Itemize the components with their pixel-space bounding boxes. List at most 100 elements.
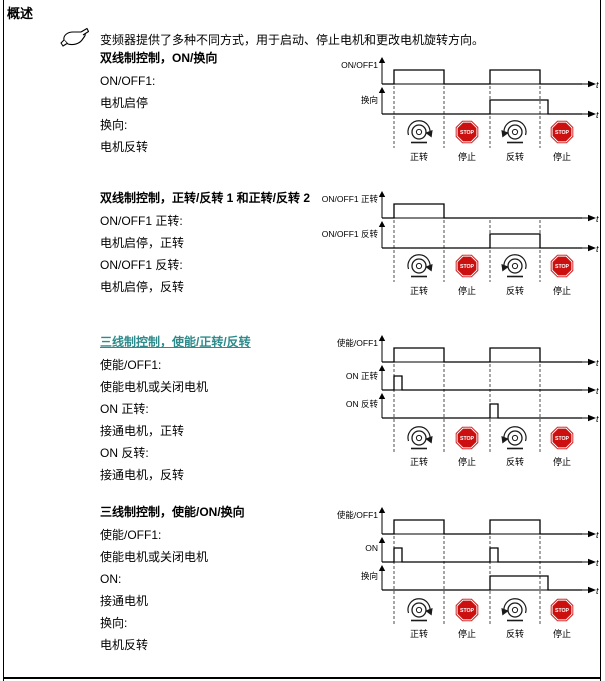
state-label: 停止: [553, 285, 571, 296]
t-axis-label: t: [596, 80, 599, 90]
signal-waveform: [382, 347, 582, 363]
section-line: 使能电机或关闭电机: [100, 380, 209, 394]
t-axis-label: t: [596, 244, 599, 254]
axis-arrow-right-icon: [588, 358, 596, 366]
signal-waveform: [382, 547, 582, 563]
state-label: 停止: [553, 628, 571, 639]
signal-waveform: [382, 69, 582, 85]
signal-row: ON 反转 t: [346, 393, 599, 424]
state-label: 正转: [410, 151, 428, 162]
section-line: 使能/OFF1:: [100, 358, 162, 372]
state-label: 停止: [458, 285, 476, 296]
axis-arrow-up-icon: [378, 335, 386, 341]
stop-icon: [550, 598, 574, 622]
axis-arrow-up-icon: [378, 221, 386, 227]
signal-label: 使能/OFF1: [337, 510, 378, 520]
state-label: 停止: [553, 456, 571, 467]
signal-label: 换向: [361, 95, 378, 105]
signal-row: ON/OFF1 t: [341, 57, 599, 90]
axis-arrow-right-icon: [588, 80, 596, 88]
stop-icon: [455, 598, 479, 622]
section-line: ON/OFF1 反转:: [100, 258, 183, 272]
signal-waveform: [382, 233, 582, 249]
t-axis-label: t: [596, 214, 599, 224]
motor-reverse-icon: [501, 427, 526, 449]
motor-reverse-icon: [501, 121, 526, 143]
t-axis-label: t: [596, 386, 599, 396]
signal-row: ON/OFF1 反转 t: [322, 221, 599, 254]
stop-icon: [455, 120, 479, 144]
page-border-bottom: [3, 677, 601, 679]
signal-label: ON 正转: [346, 371, 379, 381]
motor-forward-icon: [407, 119, 434, 144]
signal-label: ON: [365, 543, 378, 553]
section-title-link[interactable]: 三线制控制，使能/正转/反转: [100, 335, 251, 349]
timing-diagram-enable-fwd-rev: 使能/OFF1 t ON 正转 t ON 反转 t 正转 停止 反转 停止: [337, 335, 599, 467]
note-hand-icon: [60, 27, 90, 47]
signal-waveform: [382, 575, 582, 591]
section-line: ON/OFF1 正转:: [100, 214, 183, 228]
signal-label: 换向: [361, 571, 378, 581]
section-line: 电机启停: [100, 96, 149, 110]
motor-reverse-icon: [501, 599, 526, 621]
section-line: ON:: [100, 572, 122, 586]
state-label: 正转: [410, 285, 428, 296]
t-axis-label: t: [596, 558, 599, 568]
state-label: 反转: [506, 628, 524, 639]
state-label: 停止: [553, 151, 571, 162]
axis-arrow-right-icon: [588, 530, 596, 538]
section-title: 三线制控制，使能/ON/换向: [100, 505, 245, 519]
axis-arrow-up-icon: [378, 87, 386, 93]
timing-diagram-enable-on-reverse: 使能/OFF1 t ON t 换向 t 正转 停止 反转 停止: [337, 507, 599, 639]
signal-row: ON 正转 t: [346, 365, 599, 396]
signal-waveform: [382, 519, 582, 535]
signal-label: ON/OFF1: [341, 60, 378, 70]
signal-row: 换向 t: [361, 87, 599, 120]
state-label: 停止: [458, 456, 476, 467]
signal-waveform: [382, 99, 582, 115]
section-line: ON 正转:: [100, 402, 149, 416]
axis-arrow-right-icon: [588, 558, 596, 566]
section-two-wire-fwd-rev: 双线制控制，正转/反转 1 和正转/反转 2 ON/OFF1 正转: 电机启停，…: [100, 188, 332, 298]
signal-row: 使能/OFF1 t: [337, 507, 599, 540]
state-label: 停止: [458, 628, 476, 639]
signal-row: ON t: [365, 537, 599, 568]
stop-icon: [550, 120, 574, 144]
section-line: ON 反转:: [100, 446, 149, 460]
dashed-guides: [393, 220, 541, 282]
intro-text: 变频器提供了多种不同方式，用于启动、停止电机和更改电机旋转方向。: [100, 33, 485, 47]
section-line: ON/OFF1:: [100, 74, 156, 88]
section-line: 电机反转: [100, 638, 149, 652]
state-label: 正转: [410, 456, 428, 467]
stop-icon: [455, 426, 479, 450]
t-axis-label: t: [596, 586, 599, 596]
t-axis-label: t: [596, 414, 599, 424]
signal-row: ON/OFF1 正转 t: [322, 191, 599, 224]
signal-waveform: [382, 403, 582, 419]
signal-label: ON 反转: [346, 399, 379, 409]
motor-forward-icon: [407, 253, 434, 278]
axis-arrow-right-icon: [588, 586, 596, 594]
t-axis-label: t: [596, 110, 599, 120]
section-line: 接通电机: [100, 594, 149, 608]
axis-arrow-up-icon: [378, 507, 386, 513]
t-axis-label: t: [596, 530, 599, 540]
section-two-wire-on-reverse: 双线制控制，ON/换向 ON/OFF1: 电机启停 换向: 电机反转: [100, 48, 332, 158]
axis-arrow-right-icon: [588, 244, 596, 252]
axis-arrow-right-icon: [588, 386, 596, 394]
signal-row: 换向 t: [361, 565, 599, 596]
stop-icon: [550, 254, 574, 278]
section-line: 电机启停，反转: [100, 280, 185, 294]
section-three-wire-en-on-reverse: 三线制控制，使能/ON/换向 使能/OFF1: 使能电机或关闭电机 ON: 接通…: [100, 502, 332, 656]
section-line: 使能/OFF1:: [100, 528, 162, 542]
section-line: 换向:: [100, 118, 128, 132]
state-label: 反转: [506, 151, 524, 162]
dashed-guides: [393, 86, 541, 148]
signal-label: ON/OFF1 正转: [322, 194, 379, 204]
state-label: 反转: [506, 285, 524, 296]
axis-arrow-up-icon: [378, 365, 386, 371]
section-line: 电机反转: [100, 140, 149, 154]
signal-label: ON/OFF1 反转: [322, 229, 379, 239]
section-line: 接通电机，正转: [100, 424, 185, 438]
section-line: 接通电机，反转: [100, 468, 185, 482]
